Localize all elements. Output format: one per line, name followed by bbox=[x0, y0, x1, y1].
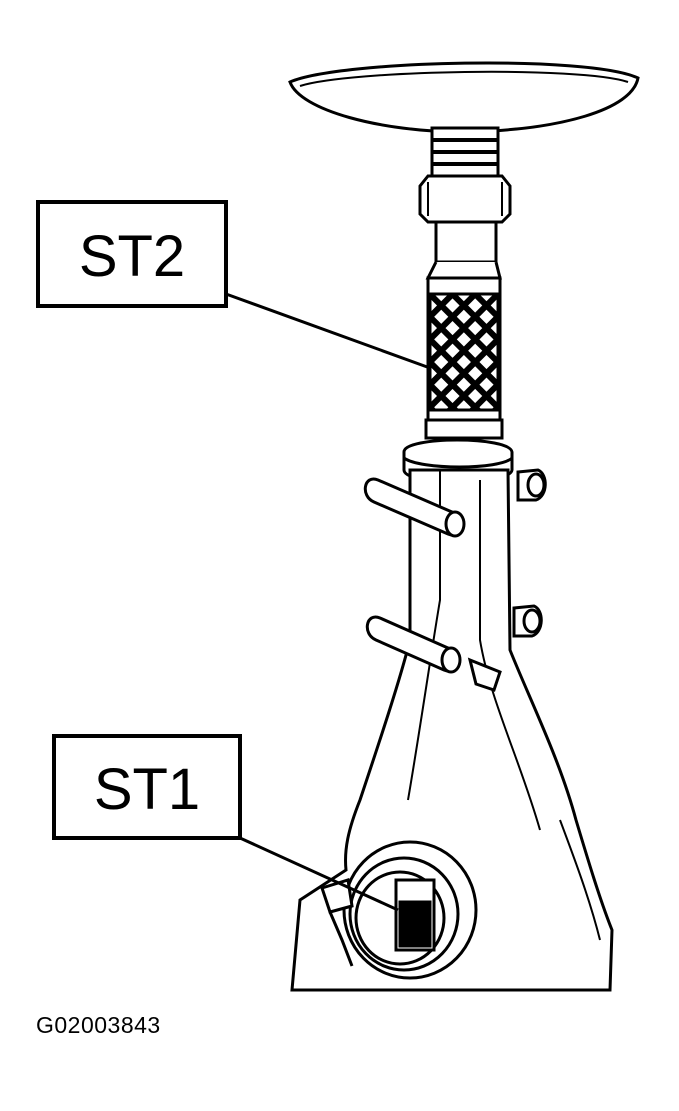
st1-leader-line bbox=[239, 836, 399, 912]
st2-knurled-body bbox=[424, 276, 504, 440]
st2-label: ST2 bbox=[79, 224, 185, 289]
st2-leader-line bbox=[225, 292, 431, 370]
threaded-stem bbox=[430, 126, 500, 178]
st2-collar bbox=[418, 174, 512, 280]
press-plate bbox=[288, 61, 640, 134]
housing-pins bbox=[363, 468, 547, 674]
st1-callout: ST1 bbox=[52, 734, 242, 840]
figure-id: G02003843 bbox=[36, 1012, 161, 1038]
st1-label: ST1 bbox=[94, 757, 200, 822]
st2-callout: ST2 bbox=[36, 200, 228, 308]
st1-bearing-assembly bbox=[320, 840, 478, 980]
